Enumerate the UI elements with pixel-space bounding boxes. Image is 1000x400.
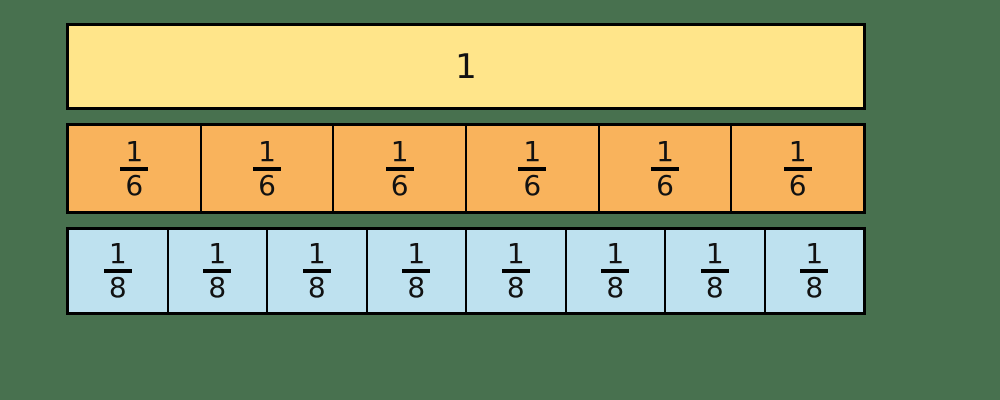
fraction-bar-line xyxy=(385,166,414,171)
fraction-denominator: 6 xyxy=(656,168,674,202)
fraction-denominator: 8 xyxy=(705,271,724,304)
fraction-denominator: 8 xyxy=(208,271,227,304)
fraction-bar-line xyxy=(783,166,812,171)
fraction-denominator: 8 xyxy=(407,271,426,304)
fraction-bar-line xyxy=(700,269,729,273)
fraction-numerator: 1 xyxy=(805,237,824,270)
fraction-bar-line xyxy=(601,269,630,273)
fraction-denominator: 8 xyxy=(606,271,625,304)
fraction-bar-line xyxy=(203,269,232,273)
fraction-numerator: 1 xyxy=(125,134,144,168)
fraction-denominator: 6 xyxy=(125,168,144,202)
fraction-numerator: 1 xyxy=(258,134,276,168)
fraction-numerator: 1 xyxy=(523,134,542,168)
whole-cell: 1 xyxy=(69,26,863,107)
fraction-denominator: 6 xyxy=(390,168,409,202)
whole-bar-label: 1 xyxy=(455,46,477,87)
fraction-bar-whole: 1 xyxy=(66,23,866,110)
fraction-numerator: 1 xyxy=(788,134,807,168)
fraction-denominator: 8 xyxy=(307,271,326,304)
fraction-numerator: 1 xyxy=(407,237,426,270)
fraction-numerator: 1 xyxy=(656,134,674,168)
fraction-numerator: 1 xyxy=(705,237,724,270)
fraction-bar-line xyxy=(302,269,331,273)
fraction-bar-line xyxy=(402,269,431,273)
fraction-bar-line xyxy=(800,269,829,273)
fraction-bar-line xyxy=(120,166,149,171)
fraction-denominator: 8 xyxy=(805,271,824,304)
fraction-denominator: 6 xyxy=(258,168,276,202)
fraction-denominator: 8 xyxy=(108,271,127,304)
fraction-numerator: 1 xyxy=(390,134,409,168)
fraction-bar-line xyxy=(518,166,547,171)
fraction-bar-line xyxy=(651,166,680,171)
fraction-numerator: 1 xyxy=(506,237,525,270)
fraction-bar-line xyxy=(501,269,530,273)
fraction-numerator: 1 xyxy=(606,237,625,270)
fraction-bar-line xyxy=(103,269,132,273)
fraction-denominator: 6 xyxy=(788,168,807,202)
fraction-bar-line xyxy=(253,166,281,171)
fraction-numerator: 1 xyxy=(208,237,227,270)
fraction-numerator: 1 xyxy=(307,237,326,270)
fraction-denominator: 8 xyxy=(506,271,525,304)
fraction-denominator: 6 xyxy=(523,168,542,202)
fraction-numerator: 1 xyxy=(108,237,127,270)
